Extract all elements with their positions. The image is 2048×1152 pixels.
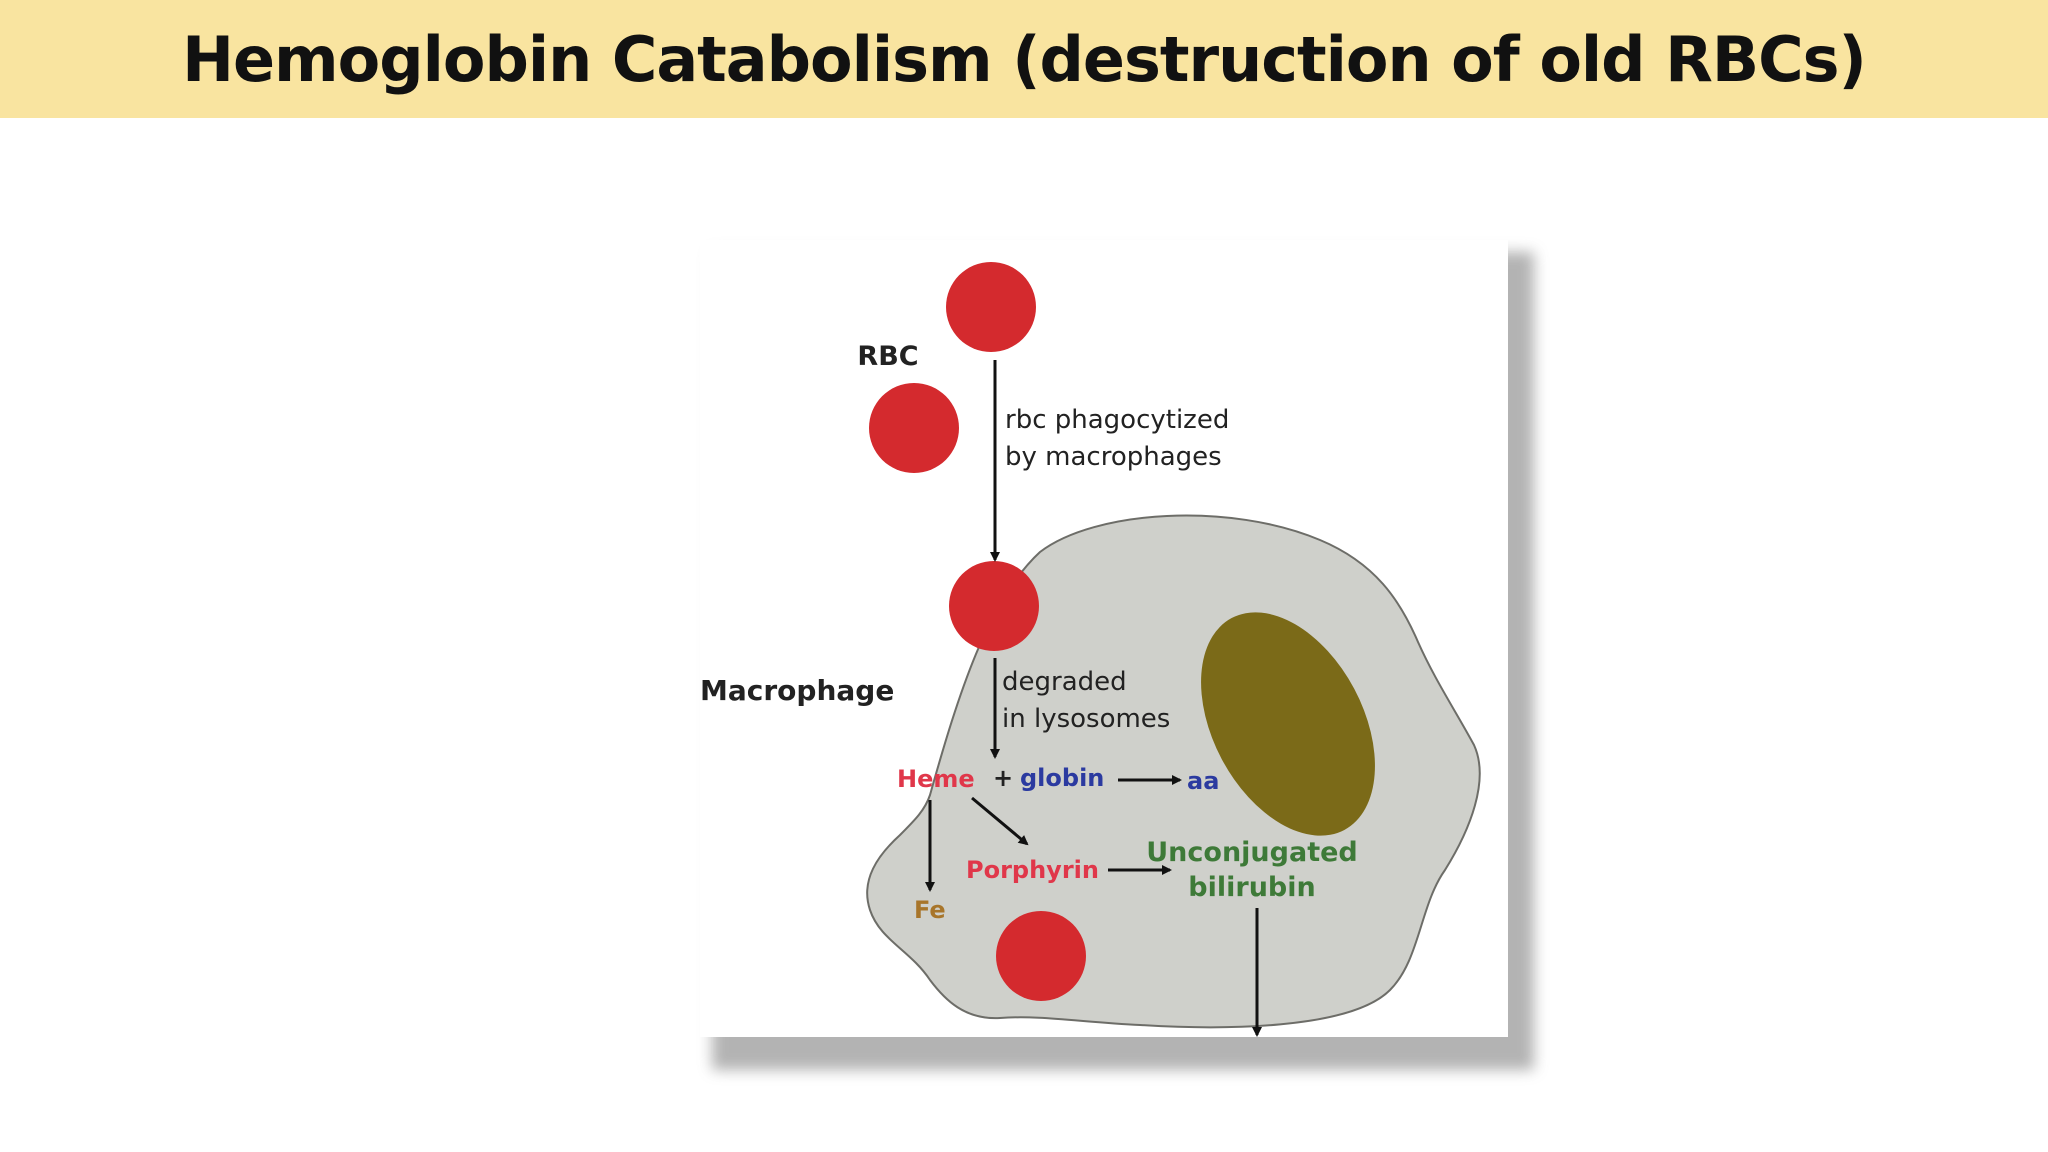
diagram-figure: RBC rbc phagocytized by macrophages Macr… — [700, 240, 1508, 1037]
fe-label: Fe — [914, 896, 946, 924]
rbc-label: RBC — [857, 341, 918, 372]
globin-label: globin — [1020, 764, 1104, 792]
macrophage-label: Macrophage — [700, 674, 894, 707]
step1-label-line2: by macrophages — [1005, 442, 1222, 472]
rbc-cell-inside — [949, 561, 1039, 651]
plus-sign: + — [993, 764, 1013, 792]
step2-label-line1: degraded — [1002, 667, 1127, 697]
rbc-cell-left — [869, 383, 959, 473]
rbc-cell-top — [946, 262, 1036, 352]
aa-label: aa — [1187, 767, 1219, 795]
step1-label-line1: rbc phagocytized — [1005, 405, 1229, 435]
bilirubin-label-line1: Unconjugated — [1146, 837, 1358, 868]
porphyrin-label: Porphyrin — [966, 856, 1099, 884]
hemoglobin-catabolism-diagram: RBC rbc phagocytized by macrophages Macr… — [700, 262, 1481, 1037]
bilirubin-label-line2: bilirubin — [1188, 872, 1315, 903]
rbc-cell-bottom — [996, 911, 1086, 1001]
slide-title: Hemoglobin Catabolism (destruction of ol… — [182, 22, 1867, 96]
macrophage-cell — [866, 514, 1481, 1029]
step2-label-line2: in lysosomes — [1002, 704, 1170, 734]
arrow-heme-to-porphyrin — [971, 796, 1029, 846]
macrophage-nucleus — [1201, 612, 1375, 836]
heme-label: Heme — [897, 765, 975, 793]
title-banner: Hemoglobin Catabolism (destruction of ol… — [0, 0, 2048, 118]
